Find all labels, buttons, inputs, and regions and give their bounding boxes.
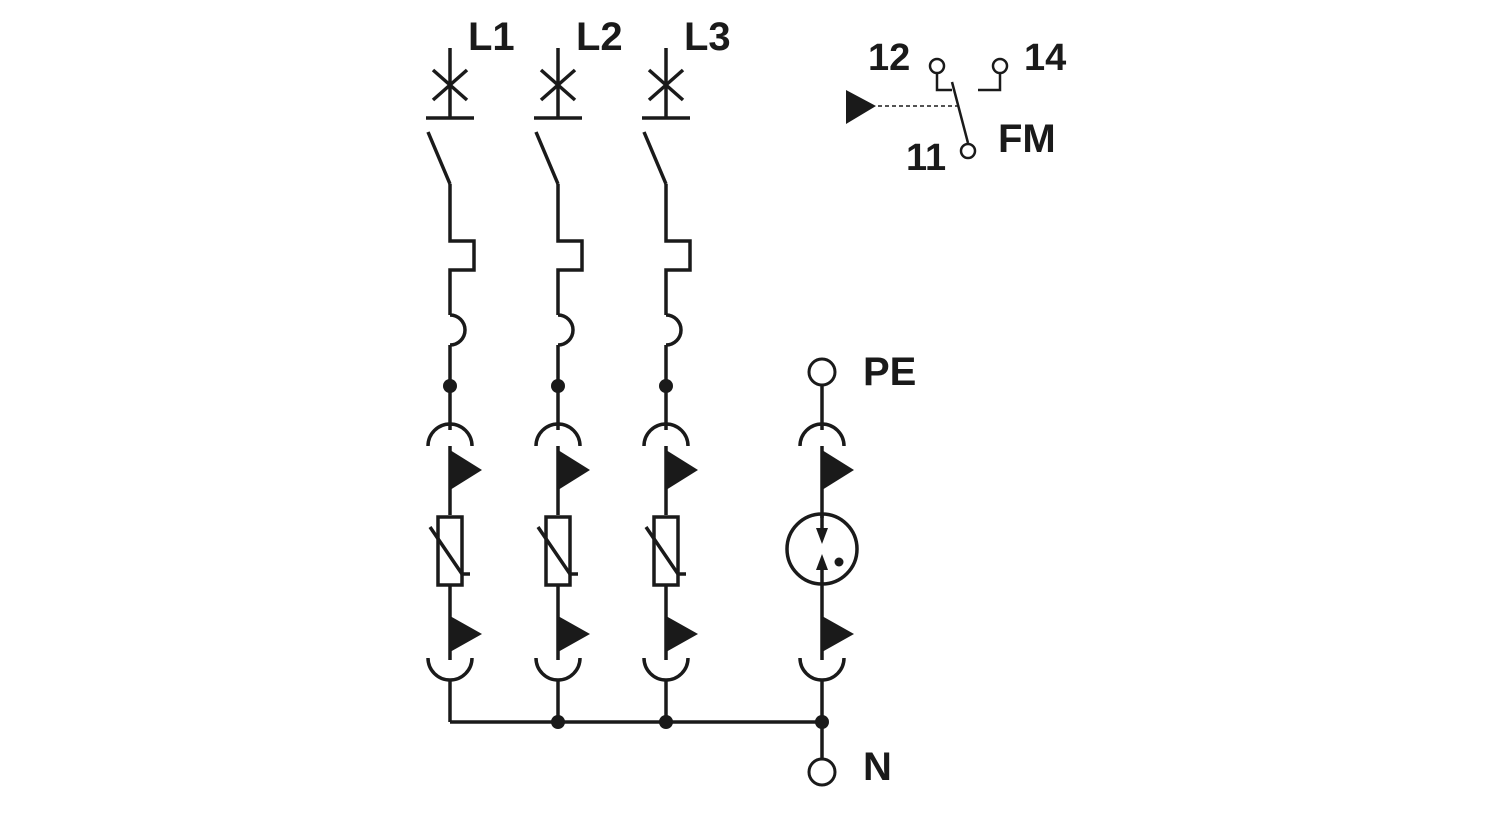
phase-label-l2: L2	[576, 15, 623, 59]
phase-label-l3: L3	[684, 15, 731, 59]
actuator-triangle	[846, 90, 876, 124]
pe-label: PE	[863, 350, 916, 394]
phase-label-l1: L1	[468, 15, 515, 59]
contact-label-14: 14	[1024, 37, 1066, 79]
contact-label-11: 11	[906, 137, 946, 179]
branch-l3	[640, 46, 700, 724]
branch-l2	[532, 46, 592, 724]
fm-label: FM	[998, 117, 1056, 161]
branch-l1	[424, 46, 484, 724]
n-label: N	[863, 745, 892, 789]
contact-label-12: 12	[868, 37, 910, 79]
n-terminal	[807, 757, 837, 787]
pe-terminal	[807, 357, 837, 387]
remote-signal-contact	[846, 57, 1009, 160]
